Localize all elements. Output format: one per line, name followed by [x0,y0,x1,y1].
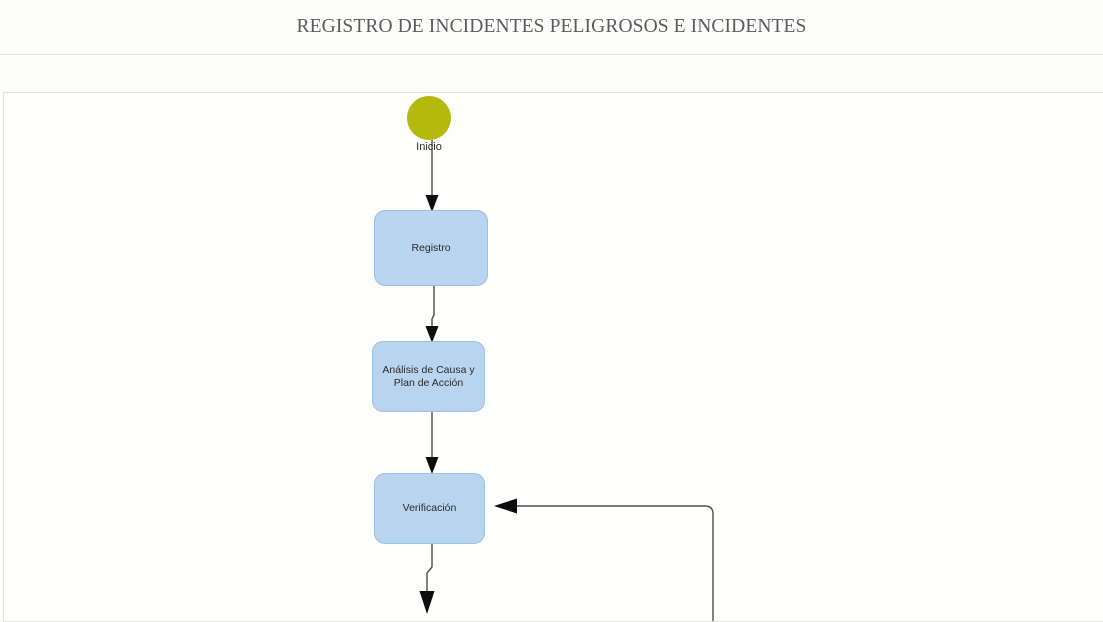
flowchart-canvas[interactable]: Inicio Registro Análisis de Causa y Plan… [4,93,1103,622]
node-verificacion-label: Verificación [403,502,457,515]
flowchart-connectors [4,93,1103,622]
edge-registro-analisis [426,286,439,343]
node-inicio-label: Inicio [387,141,471,153]
node-inicio[interactable] [407,96,451,140]
diagram-panel: Inicio Registro Análisis de Causa y Plan… [3,92,1103,622]
page-title: REGISTRO DE INCIDENTES PELIGROSOS E INCI… [0,0,1103,54]
edge-verificacion-down [420,544,435,614]
app-header: REGISTRO DE INCIDENTES PELIGROSOS E INCI… [0,0,1103,55]
node-analisis-causa-label: Análisis de Causa y Plan de Acción [378,364,479,390]
node-analisis-causa[interactable]: Análisis de Causa y Plan de Acción [372,341,485,412]
node-registro[interactable]: Registro [374,210,488,286]
node-verificacion[interactable]: Verificación [374,473,485,544]
edge-analisis-verificacion [426,412,439,474]
node-registro-label: Registro [411,242,450,255]
edge-feedback-to-verificacion [494,499,713,622]
